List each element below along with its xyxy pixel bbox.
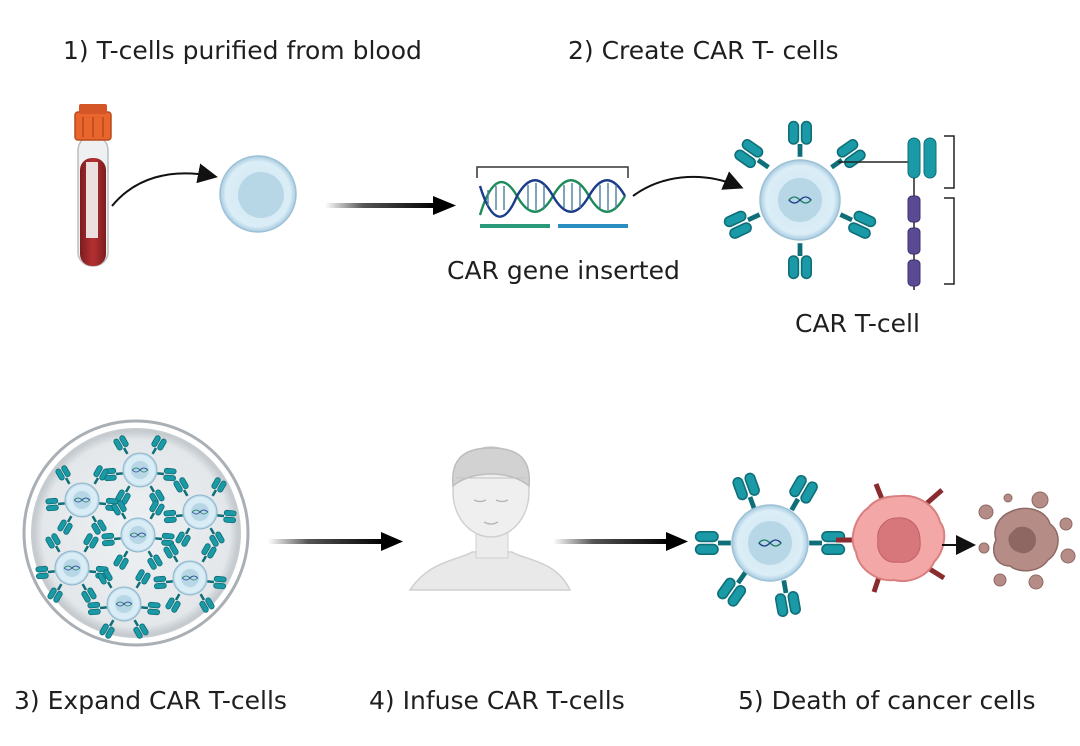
t-cell-icon	[219, 155, 297, 233]
step4-title: 4) Infuse CAR T-cells	[369, 686, 625, 715]
step5-title: 5) Death of cancer cells	[738, 686, 1036, 715]
curved-arrow-2	[632, 171, 744, 197]
arrow-head-1	[433, 196, 456, 215]
car-t-cell-icon	[722, 120, 878, 280]
arrow-shaft-2	[268, 539, 383, 544]
petri-dish-icon	[22, 419, 250, 647]
step1-title: 1) T-cells purified from blood	[63, 36, 422, 65]
dna-helix-icon	[476, 166, 629, 228]
cancer-cell-icon	[836, 483, 946, 593]
curved-arrow-1	[111, 163, 218, 207]
arrow-head-3	[666, 532, 688, 551]
patient-icon	[408, 446, 572, 591]
attacking-car-t-cell-icon	[694, 471, 846, 618]
blood-tube-icon	[74, 104, 112, 267]
car-tcell-label: CAR T-cell	[795, 309, 920, 338]
car-receptor-detail	[838, 135, 955, 290]
arrow-shaft-3	[553, 539, 668, 544]
arrow-head-2	[381, 532, 403, 551]
step2-title: 2) Create CAR T- cells	[568, 36, 839, 65]
step3-title: 3) Expand CAR T-cells	[14, 686, 287, 715]
dead-cell-fragments-icon	[978, 491, 1076, 590]
car-gene-label: CAR gene inserted	[447, 256, 680, 285]
arrow-shaft-1	[325, 203, 435, 208]
